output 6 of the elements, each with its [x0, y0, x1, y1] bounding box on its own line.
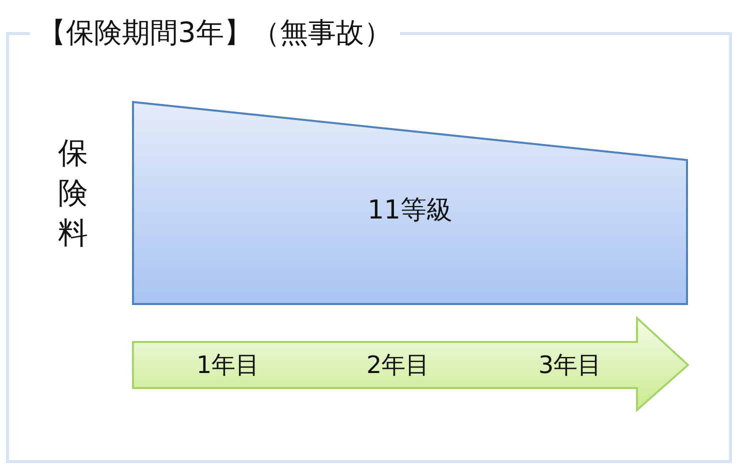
shape-label: 11等級 [367, 194, 453, 228]
year-label: 1年目 [196, 350, 260, 381]
year-label: 2年目 [366, 350, 430, 381]
axis-label: 保険料 [58, 135, 89, 253]
title: 【保険期間3年】（無事故） [30, 16, 400, 50]
year-label: 3年目 [538, 350, 602, 381]
